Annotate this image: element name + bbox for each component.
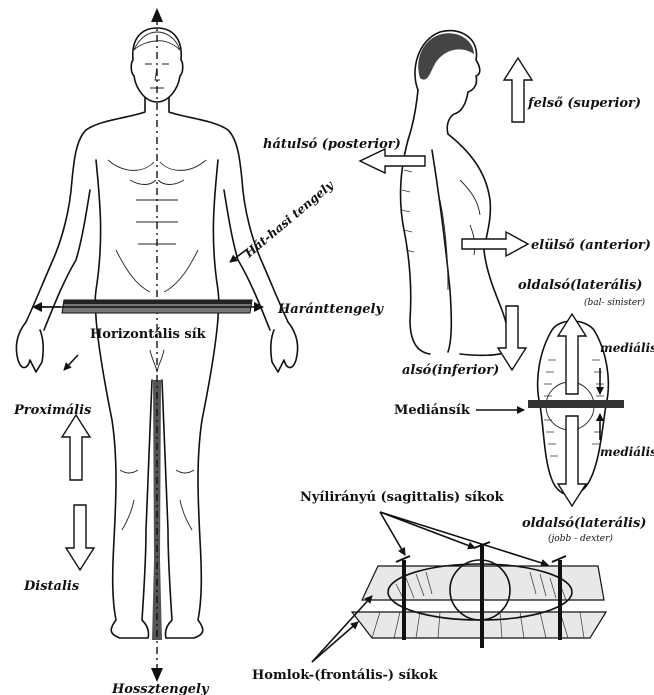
label-medialis-top: mediális — [600, 341, 654, 355]
label-jobb-dexter: (jobb - dexter) — [548, 533, 613, 544]
felso-arrow — [504, 58, 532, 122]
label-homlok: Homlok-(frontális-) síkok — [252, 668, 439, 683]
label-oldalso-bottom: oldalsó(laterális) — [522, 516, 646, 531]
label-haranttengely: Haránttengely — [277, 302, 384, 317]
hossztengely-arrow-down — [151, 668, 163, 682]
hossztengely-arrow-up — [151, 8, 163, 22]
lateral-up-arrow — [558, 314, 586, 394]
profile-figure — [401, 31, 509, 356]
hatulso-arrow — [360, 149, 425, 173]
label-elulso: elülső (anterior) — [531, 238, 651, 253]
label-nyilaranyu: Nyílirányú (sagittalis) síkok — [300, 490, 505, 505]
label-horizontalis-sik: Horizontális sík — [90, 327, 207, 342]
label-bal-sinister: (bal- sinister) — [584, 297, 645, 308]
label-proximalis: Proximális — [13, 403, 92, 418]
label-medialis-bottom: mediális — [600, 445, 654, 459]
label-distalis: Distalis — [23, 579, 80, 594]
distalis-arrow — [66, 505, 94, 570]
small-down-arrow — [64, 355, 78, 370]
proximalis-arrow — [62, 415, 90, 480]
label-also: alsó(inferior) — [402, 363, 499, 378]
median-plane-bar — [528, 400, 624, 408]
label-mediansik: Mediánsík — [394, 403, 471, 418]
also-arrow — [498, 306, 526, 370]
label-hossztengely: Hossztengely — [111, 682, 210, 695]
label-felso: felső (superior) — [527, 96, 641, 111]
profile-arrows — [360, 58, 532, 370]
label-hat-hasi-tengely: Hát-hasi tengely — [241, 178, 337, 261]
proximal-distal-arrows — [62, 415, 94, 570]
label-hatulso: hátulsó (posterior) — [263, 137, 401, 152]
label-oldalso-top: oldalsó(laterális) — [518, 278, 642, 293]
elulso-arrow — [462, 232, 528, 256]
